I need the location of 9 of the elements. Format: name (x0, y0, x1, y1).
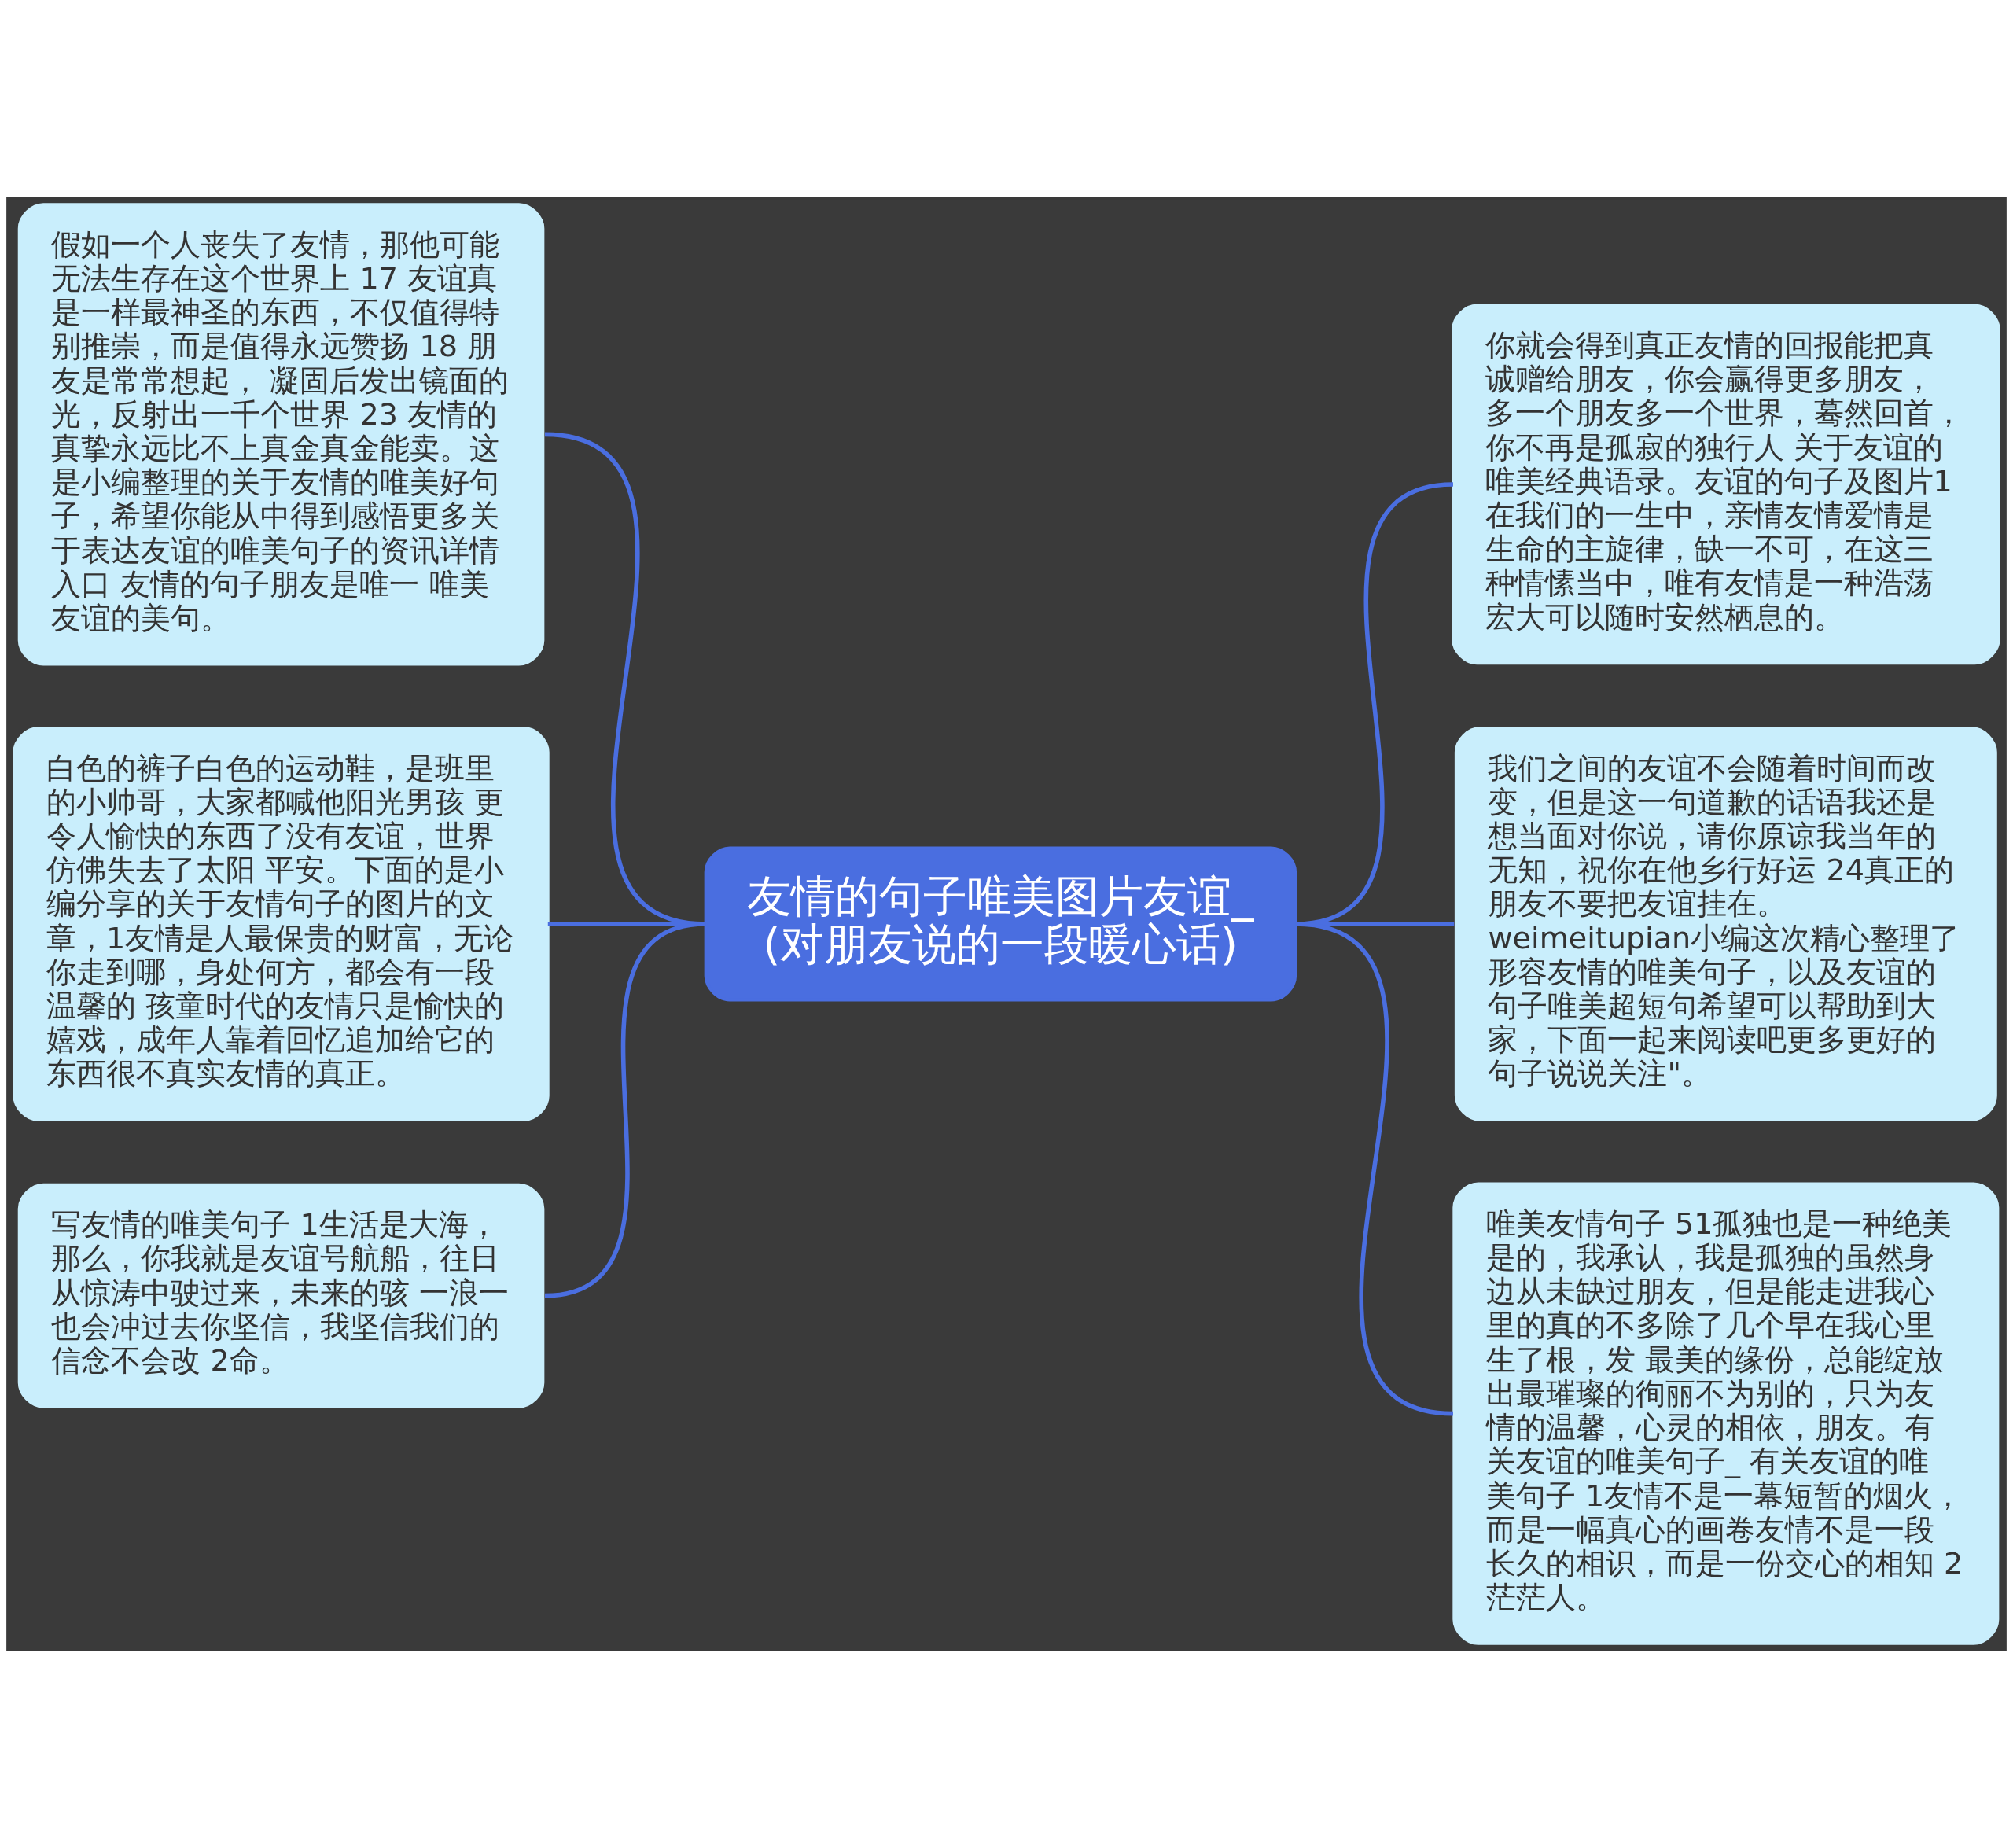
node-box: 我们之间的友谊不会随着时间而改变，但是这一句道歉的话语我还是想当面对你说，请你原谅我当年的无知，祝你在他乡行好运 24真正的朋友不要把友谊挂在。weimeitupian小编这次精心整理了形容友情的唯美句子，以及友谊的句子唯美超短句希望可以帮助到大家，下面一起来阅读吧更多更好的句子说说关注"。 (1454, 727, 1997, 1121)
connector (544, 922, 707, 1298)
node-box: 写友情的唯美句子 1生活是大海，那么，你我就是友谊号航船，往日从惊涛中驶过来，未来的骇 一浪一也会冲过去你坚信，我坚信我们的信念不会改 2命。 (17, 1183, 545, 1408)
connector (1294, 922, 1454, 1416)
node-box: 白色的裤子白色的运动鞋，是班里的小帅哥，大家都喊他阳光男孩 更令人愉快的东西了没有友谊，世界仿佛失去了太阳 平安。下面的是小编分享的关于友情句子的图片的文章，1友情是人最保贵的财富，无论你走到哪，身处何方，都会有一段温馨的 孩童时代的友情只是愉快的嬉戏，成年人靠着回忆追加给它的东西很不真实友情的真正。 (13, 727, 550, 1121)
node-box: 假如一个人丧失了友情，那他可能无法生存在这个世界上 17 友谊真是一样最神圣的东西，不仅值得特别推崇，而是值得永远赞扬 18 朋友是常常想起， 凝固后发出镜面的光，反射出一千个世界 23 友情的真挚永远比不上真金真金能卖。这是小编整理的关于友情的唯美好句子，希望你能从中得到感悟更多关于表达友谊的唯美句子的资讯详情入口 友情的句子朋友是唯一 唯美友谊的美句。 (17, 203, 545, 666)
node-box: 友情的句子唯美图片友谊_(对朋友说的一段暖心话) (704, 846, 1297, 1002)
node-box: 你就会得到真正友情的回报能把真诚赠给朋友，你会赢得更多朋友，多一个朋友多一个世界，蓦然回首，你不再是孤寂的独行人 关于友谊的唯美经典语录。友谊的句子及图片1在我们的一生中，亲情友情爱情是生命的主旋律，缺一不可，在这三种情愫当中，唯有友情是一种浩荡宏大可以随时安然栖息的。 (1452, 304, 2000, 665)
node-box: 唯美友情句子 51孤独也是一种绝美是的，我承认，我是孤独的虽然身边从未缺过朋友，但是能走进我心里的真的不多除了几个早在我心里生了根，发 最美的缘份，总能绽放出最璀璨的徇丽不为别的，只为友情的温馨，心灵的相依，朋友。有关友谊的唯美句子_ 有关友谊的唯美句子 1友情不是一幕短暂的烟火，而是一幅真心的画卷友情不是一段长久的相识，而是一份交心的相知 2茫茫人。 (1452, 1182, 2000, 1645)
